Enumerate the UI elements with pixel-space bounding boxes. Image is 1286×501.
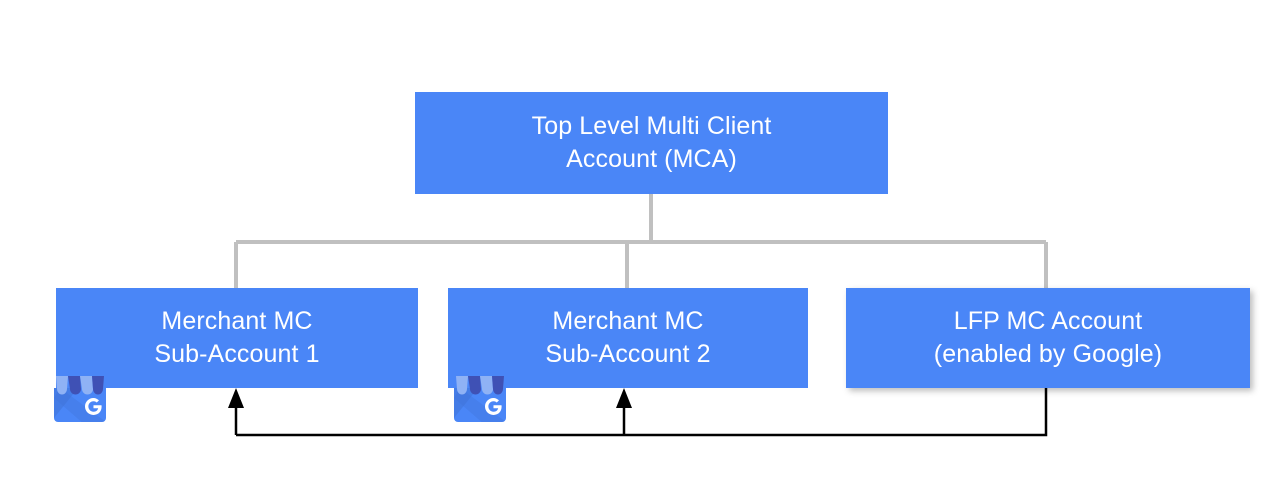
node-lfp-mc-account-label: LFP MC Account (enabled by Google) [933, 307, 1163, 368]
node-top-level-mca-label: Top Level Multi Client Account (MCA) [531, 112, 772, 173]
google-my-business-icon [454, 376, 506, 422]
node-merchant-sub-account-1-label: Merchant MC Sub-Account 1 [154, 307, 320, 368]
node-merchant-sub-account-2[interactable]: Merchant MC Sub-Account 2 [448, 288, 808, 388]
feedback-path-from-lfp [236, 388, 1048, 437]
node-lfp-mc-account[interactable]: LFP MC Account (enabled by Google) [846, 288, 1250, 388]
arrowhead-into-sub2 [616, 388, 632, 408]
node-merchant-sub-account-2-label: Merchant MC Sub-Account 2 [545, 307, 711, 368]
google-my-business-icon [54, 376, 106, 422]
arrowhead-into-sub1 [228, 388, 244, 408]
node-top-level-mca[interactable]: Top Level Multi Client Account (MCA) [415, 92, 888, 194]
node-merchant-sub-account-1[interactable]: Merchant MC Sub-Account 1 [56, 288, 418, 388]
